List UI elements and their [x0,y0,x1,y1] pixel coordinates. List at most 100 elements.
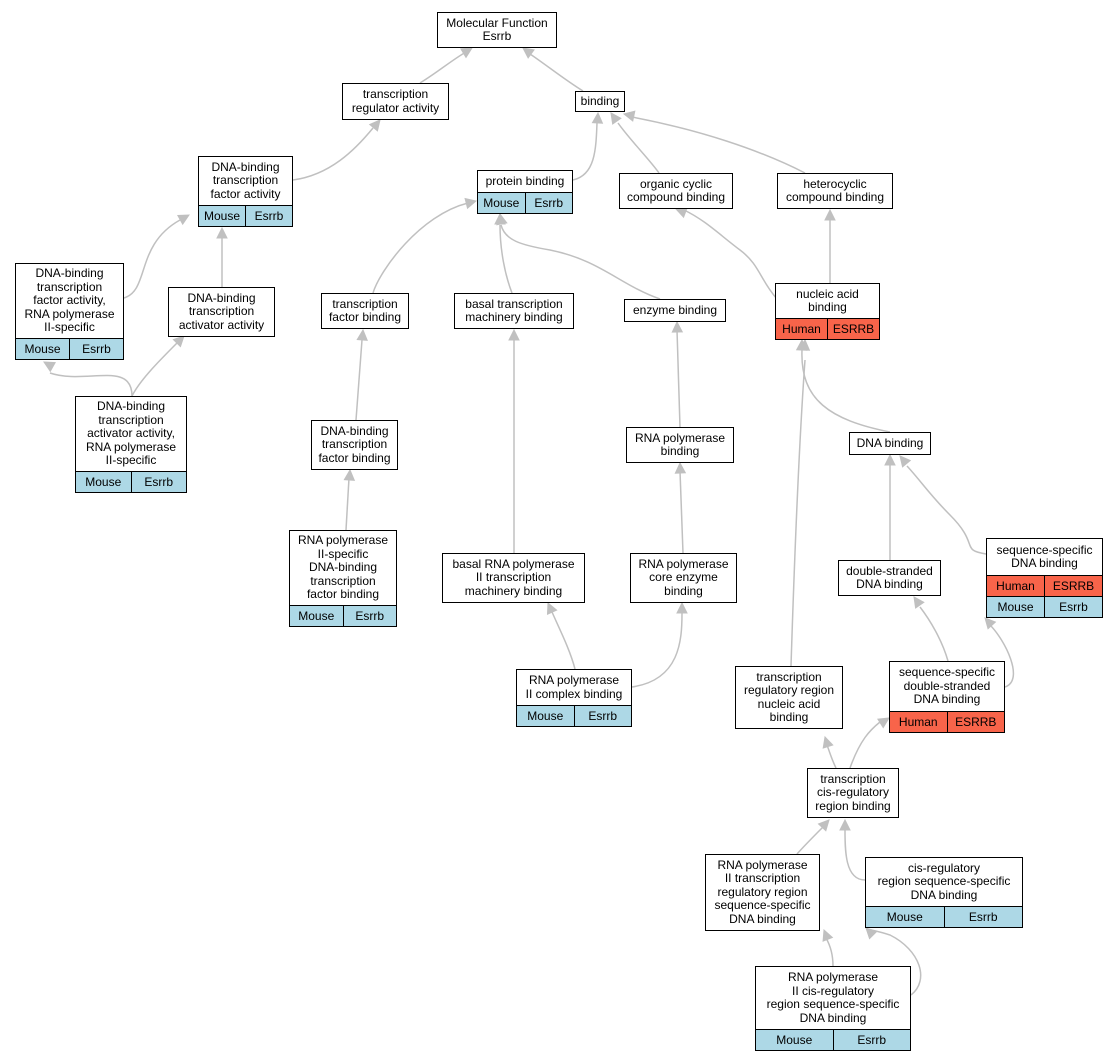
edge-arrowhead-28 [822,735,834,749]
edge-23 [631,612,683,688]
go-term-node: DNA binding [849,432,931,455]
edge-13 [49,372,133,397]
go-term-label-line: DNA-binding [187,290,256,305]
go-term-label-line: regulatory region [743,683,835,697]
go-term-node: enzyme binding [624,299,726,322]
go-term-label-line: factor activity, [33,293,106,308]
go-term-label-line: DNA binding [729,911,796,926]
edge-26 [919,606,949,662]
species-cell: Mouse [776,1033,813,1047]
go-term-label-line: region sequence-specific [766,997,900,1011]
edge-0 [419,51,467,84]
edge-arrowhead-13 [43,361,56,373]
edge-29 [849,721,881,769]
gene-symbol-cell: Esrrb [69,339,123,359]
go-term-label: protein binding [478,171,572,192]
go-term-label-line: cis-regulatory [816,785,890,800]
go-term-label-line: double-stranded [846,563,933,578]
edge-arrowhead-14 [172,335,185,348]
edge-1 [529,53,584,92]
go-term-label-line: heterocyclic [803,176,867,191]
go-term-label-line: machinery binding [465,310,563,324]
edge-arrowhead-15 [356,328,368,341]
go-term-label-line: factor binding [306,587,380,602]
go-term-label-line: transcription [820,771,886,786]
go-term-label-line: II complex binding [525,686,623,701]
edge-arrowhead-18 [671,320,684,333]
go-term-label-line: factor binding [318,450,391,465]
go-term-label-line: basal transcription [465,296,563,311]
go-term-label-line: RNA polymerase [297,533,389,548]
go-term-label-line: region sequence-specific [877,874,1011,889]
go-term-label-line: binding [580,93,620,108]
go-term-label-line: sequence-specific [996,542,1093,557]
go-term-label-line: compound binding [785,190,885,204]
edge-arrowhead-0 [460,47,473,59]
go-term-label-line: DNA-binding [320,423,389,438]
go-term-label-line: RNA polymerase [85,439,177,454]
gene-symbol-cell: Esrrb [130,472,187,492]
edge-8 [372,202,469,294]
go-term-label-line: RNA polymerase [787,970,879,984]
edge-31 [844,829,866,881]
go-term-label-line: DNA-binding [211,159,280,174]
go-term-label-line: protein binding [485,173,565,188]
go-term-label-line: transcription [756,669,822,684]
edge-28 [826,744,837,769]
edge-arrowhead-24 [798,338,811,351]
go-term-node: binding [575,91,625,112]
go-term-label-line: enzyme binding [632,302,718,317]
species-cell: Mouse [527,709,564,723]
gene-symbol-cell: Esrrb [245,206,292,226]
go-term-label-line: sequence-specific [898,665,996,680]
go-term-label-line: II cis-regulatory [791,983,875,998]
go-term-label-line: RNA polymerase [24,306,115,321]
edge-14 [131,341,179,397]
go-term-label-line: cis-regulatory [907,860,981,875]
go-term-label-line: II-specific [44,320,95,335]
go-term-label-line: Molecular Function [446,15,548,30]
edge-arrowhead-30 [817,819,830,832]
go-term-label-line: binding [664,583,703,598]
edge-5 [631,116,806,174]
edge-27 [989,624,1015,688]
species-cell: Human [782,322,821,336]
go-term-label: DNA binding [850,433,930,454]
go-term-label-line: compound binding [626,190,726,204]
go-term-label-line: factor activity [210,186,281,201]
species-cell: Human [898,715,938,729]
go-term-label-line: RNA polymerase [634,430,726,445]
go-term-label-line: transcription [36,279,103,294]
go-term-label: binding [576,92,624,111]
